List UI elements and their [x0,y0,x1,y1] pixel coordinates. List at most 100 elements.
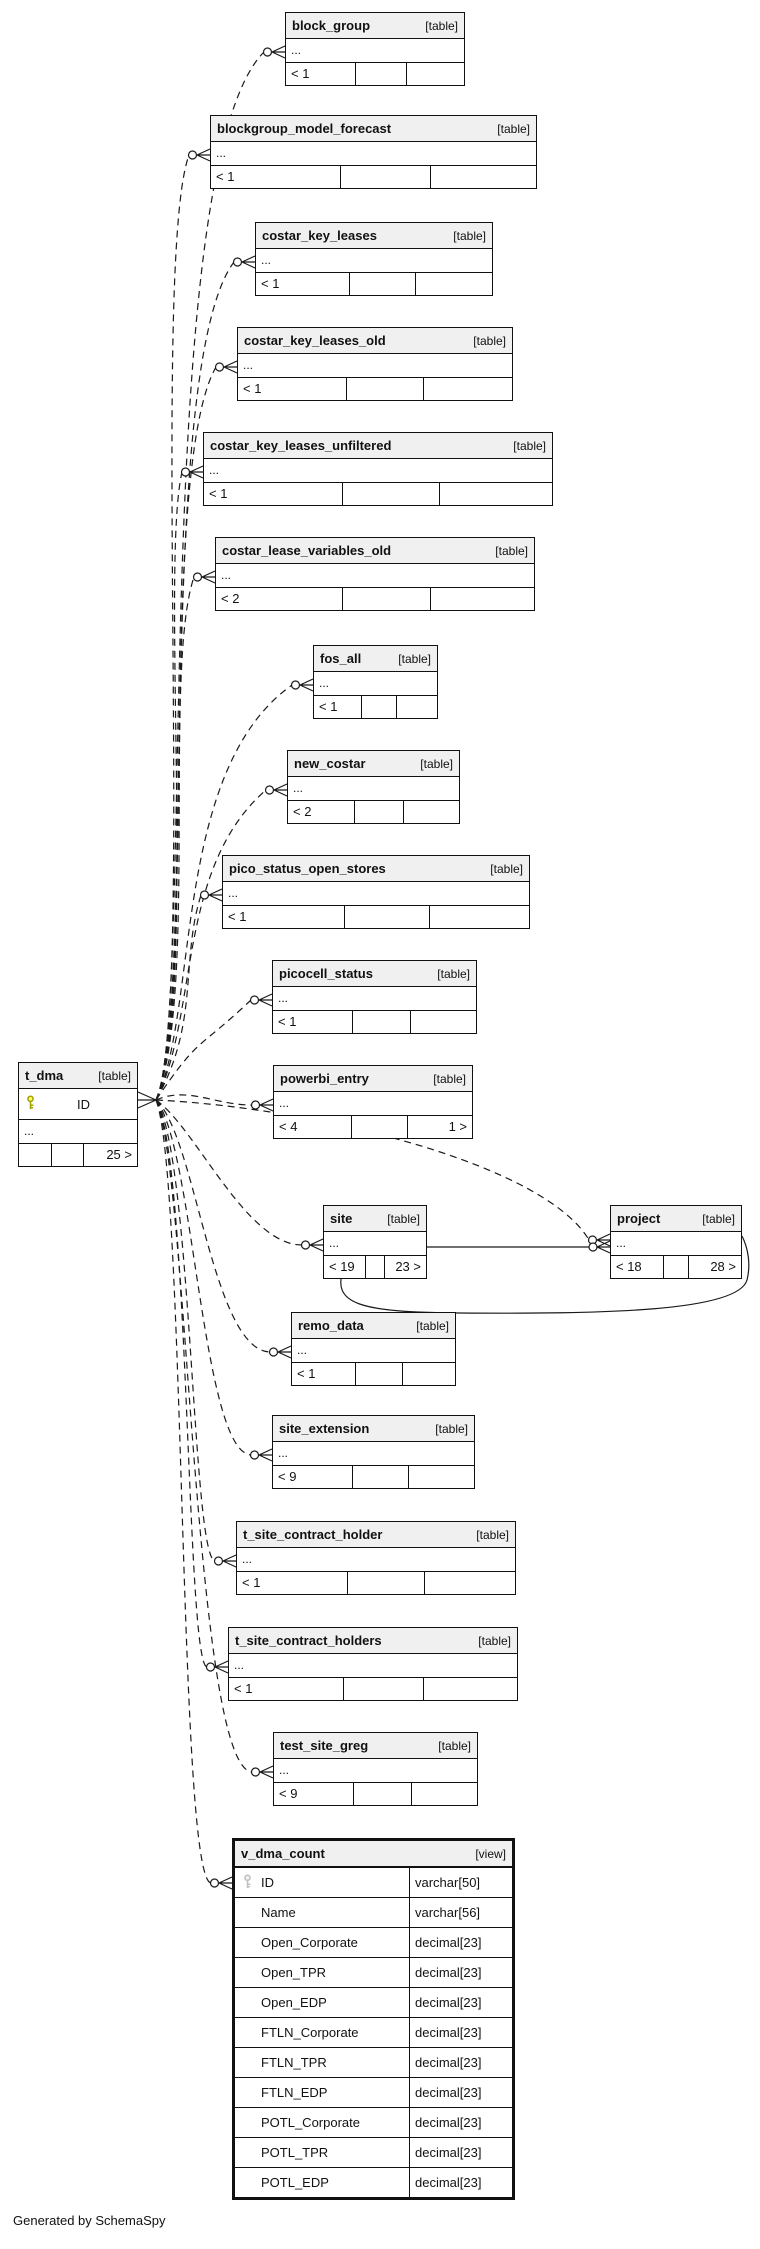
table-box-costar-key-leases-unfiltered[interactable]: costar_key_leases_unfiltered[table] ... … [203,432,553,506]
children-count: < 1 [256,273,350,295]
parents-count [411,1011,476,1033]
columns-ellipsis: ... [292,1339,455,1363]
table-box-test-site-greg[interactable]: test_site_greg[table] ... < 9 [273,1732,478,1806]
table-kind-label: [table] [433,1071,466,1086]
parents-count [412,1783,477,1805]
columns-ellipsis: ... [273,987,476,1011]
columns-ellipsis: ... [204,459,552,483]
column-type: decimal[23] [409,1958,512,1987]
table-name: new_costar [294,756,366,771]
table-box-costar-lease-variables-old[interactable]: costar_lease_variables_old[table] ... < … [215,537,535,611]
footer-spacer [345,906,431,928]
footer-spacer [52,1144,84,1166]
table-box-block-group[interactable]: block_group[table] ... < 1 [285,12,465,86]
footer-spacer [350,273,416,295]
parents-count [409,1466,474,1488]
column-type: decimal[23] [409,2108,512,2137]
footer-spacer [353,1011,411,1033]
columns-ellipsis: ... [238,354,512,378]
footer-spacer [344,1678,424,1700]
table-kind-label: [table] [453,228,486,243]
table-footer: 25 > [19,1144,137,1166]
parents-count [403,1363,455,1385]
table-name: project [617,1211,661,1226]
columns-ellipsis: ... [324,1232,426,1256]
fk-connector-v-dma-count [155,1099,233,1890]
children-count: < 2 [216,588,343,610]
footer-spacer [356,1363,403,1385]
columns-ellipsis: ... [211,142,536,166]
columns-ellipsis: ... [611,1232,741,1256]
table-box-new-costar[interactable]: new_costar [table] ... < 2 [287,750,460,824]
columns-ellipsis: ... [288,777,459,801]
columns-ellipsis: ... [274,1092,472,1116]
footer-spacer [352,1116,409,1138]
parents-count [424,378,512,400]
parents-count [431,588,534,610]
table-kind-label: [table] [98,1068,131,1083]
children-count: < 1 [204,483,344,505]
key-icon [25,1095,36,1113]
fk-connector-blockgroup-model-forecast [155,148,211,1101]
table-box-costar-key-leases-old[interactable]: costar_key_leases_old[table] ... < 1 [237,327,513,401]
column-type: decimal[23] [409,2018,512,2047]
columns-ellipsis: ... [237,1548,515,1572]
table-box-costar-key-leases[interactable]: costar_key_leases[table] ... < 1 [255,222,493,296]
footer-spacer [343,483,440,505]
table-kind-label: [table] [387,1211,420,1226]
table-name: t_dma [25,1068,64,1083]
table-box-picocell-status[interactable]: picocell_status[table] ... < 1 [272,960,477,1034]
table-box-blockgroup-model-forecast[interactable]: blockgroup_model_forecast[table] ... < 1 [210,115,537,189]
children-count: < 9 [274,1783,355,1805]
fk-connector-t-site-contract-holder [155,1099,237,1568]
fk-connector-site-extension [155,1099,273,1462]
parents-count [425,1572,515,1594]
fk-connector-costar-lease-variables-old [155,570,216,1101]
primary-key-label: ID [77,1096,90,1112]
table-kind-label: [table] [420,756,453,771]
columns-ellipsis: ... [256,249,492,273]
table-box-remo-data[interactable]: remo_data[table] ... < 1 [291,1312,456,1386]
children-count: < 2 [288,801,356,823]
column-type: decimal[23] [409,1928,512,1957]
table-box-t-site-contract-holders[interactable]: t_site_contract_holders[table] ... < 1 [228,1627,518,1701]
column-name: Open_Corporate [261,1935,358,1950]
table-name: blockgroup_model_forecast [217,121,392,136]
fk-connector-powerbi-entry [155,1094,274,1112]
table-box-fos-all[interactable]: fos_all[table] ... < 1 [313,645,438,719]
column-name: Open_TPR [261,1965,327,1980]
table-name: site_extension [279,1421,370,1436]
table-name: pico_status_open_stores [229,861,386,876]
parents-count: 28 > [710,1259,736,1274]
table-kind-label: [table] [437,966,470,981]
table-kind-label: [table] [478,1633,511,1648]
column-type: varchar[56] [409,1898,512,1927]
footer-spacer [343,588,432,610]
children-count: < 1 [229,1678,344,1700]
column-name: Name [261,1905,296,1920]
footer-spacer [355,801,404,823]
footer-spacer [356,63,407,85]
table-box-pico-status-open-stores[interactable]: pico_status_open_stores[table] ... < 1 [222,855,530,929]
footer-spacer [366,1256,385,1278]
table-box-t-dma[interactable]: t_dma [table] ID ... 25 > [18,1062,138,1167]
fk-connector-t-site-contract-holders [155,1099,229,1674]
key-icon [242,1874,253,1892]
columns-ellipsis: ... [286,39,464,63]
table-kind-label: [table] [435,1421,468,1436]
columns-ellipsis: ... [216,564,534,588]
fk-connector-remo-data [155,1099,292,1359]
table-box-t-site-contract-holder[interactable]: t_site_contract_holder[table] ... < 1 [236,1521,516,1595]
table-box-site-extension[interactable]: site_extension[table] ... < 9 [272,1415,475,1489]
table-name: costar_key_leases_old [244,333,386,348]
table-kind-label: [table] [476,1527,509,1542]
parents-count [440,483,552,505]
table-name: powerbi_entry [280,1071,369,1086]
